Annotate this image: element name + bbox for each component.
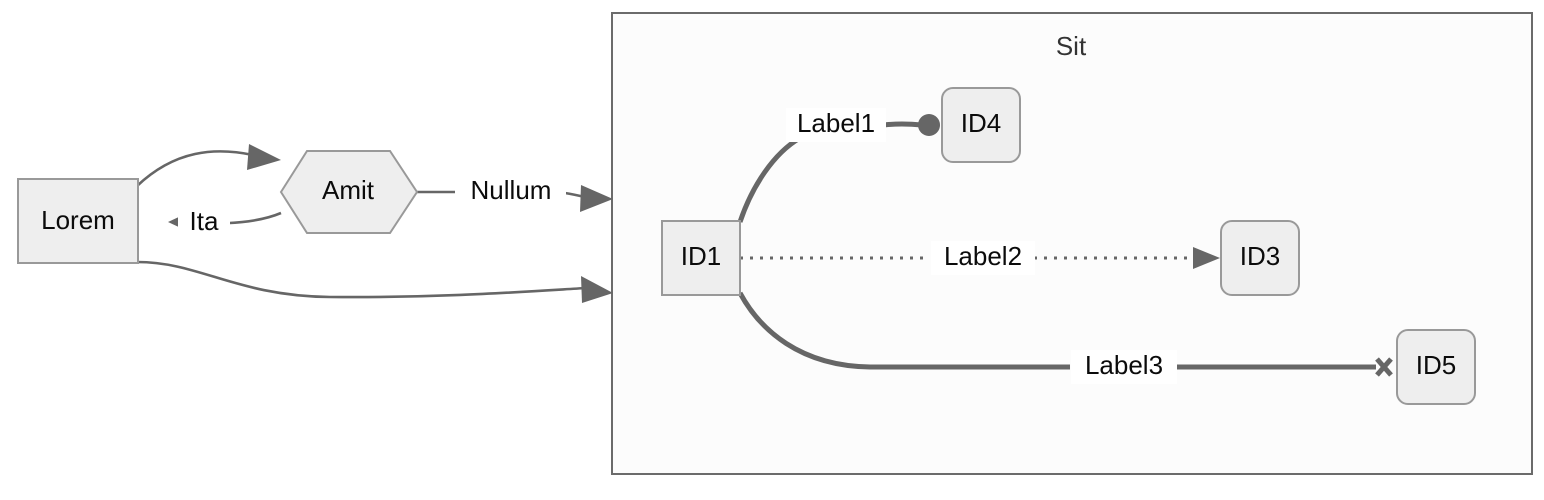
node-id1[interactable]: ID1	[661, 220, 741, 296]
node-id4[interactable]: ID4	[941, 87, 1021, 163]
node-id3[interactable]: ID3	[1220, 220, 1300, 296]
node-id5[interactable]: ID5	[1396, 329, 1476, 405]
arrowhead-icon	[581, 276, 613, 303]
cluster-sit-border	[611, 12, 1533, 475]
cluster-sit[interactable]: Sit	[611, 12, 1533, 475]
node-id3-shape	[1220, 220, 1300, 296]
edge-amit-to-lorem[interactable]: Ita	[168, 206, 282, 239]
node-id3-label: ID3	[1240, 241, 1280, 271]
edge-lorem-to-amit[interactable]	[136, 144, 281, 187]
edge-label-label1: Label1	[797, 108, 875, 138]
node-lorem-shape	[17, 178, 139, 264]
edge-label-ita: Ita	[190, 206, 219, 236]
node-id4-shape	[941, 87, 1021, 163]
edge-label-nullum: Nullum	[471, 175, 552, 205]
node-id5-label: ID5	[1416, 350, 1456, 380]
node-amit-label: Amit	[322, 175, 375, 205]
edge-label-label3: Label3	[1085, 350, 1163, 380]
node-id1-label: ID1	[681, 241, 721, 271]
cluster-sit-title: Sit	[1056, 31, 1087, 61]
node-id1-shape	[661, 220, 741, 296]
edge-label-bg	[456, 175, 566, 209]
node-amit-shape	[279, 150, 419, 234]
node-lorem[interactable]: Lorem	[17, 178, 139, 264]
circle-terminator-icon	[918, 114, 940, 136]
edge-lorem-to-amit-line	[136, 150, 254, 187]
edge-lorem-to-sit-line	[136, 260, 587, 299]
edge-id1-to-id5[interactable]: Label3	[737, 291, 1393, 384]
edge-id1-to-id4-line-tail	[883, 121, 923, 128]
edge-id1-to-id4[interactable]: Label1	[737, 108, 940, 223]
node-amit[interactable]: Amit	[279, 150, 419, 234]
cross-terminator-icon	[1375, 357, 1393, 377]
edge-label-bg	[1071, 350, 1177, 384]
arrowhead-icon	[580, 185, 613, 212]
node-lorem-label: Lorem	[41, 205, 115, 235]
edge-lorem-to-sit[interactable]	[136, 260, 613, 303]
edge-label-bg	[786, 108, 886, 142]
arrowhead-icon	[1193, 247, 1220, 269]
edge-id1-to-id3[interactable]: Label2	[740, 241, 1220, 275]
edge-id1-to-id5-line	[737, 291, 1070, 370]
node-id4-label: ID4	[961, 108, 1001, 138]
arrowhead-icon	[247, 144, 281, 170]
edge-label-bg	[931, 241, 1035, 275]
edge-label-bg	[178, 206, 230, 239]
node-id5-shape	[1396, 329, 1476, 405]
edge-amit-to-sit[interactable]: Nullum	[417, 175, 613, 212]
edge-label-label2: Label2	[944, 241, 1022, 271]
edge-id1-to-id4-line	[737, 135, 802, 223]
